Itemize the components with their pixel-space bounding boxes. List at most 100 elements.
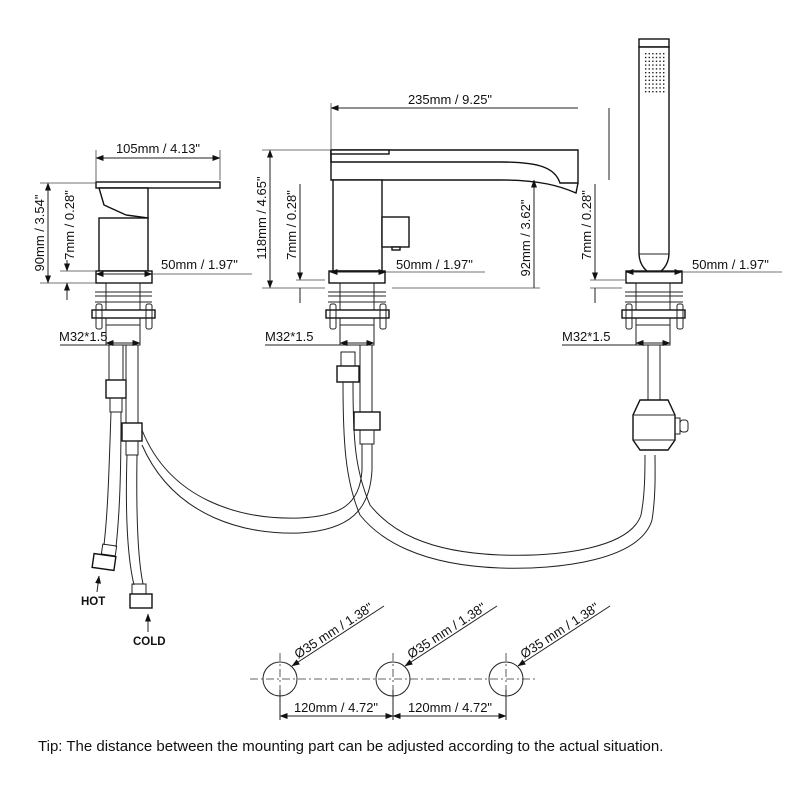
valve-lever-neck (98, 187, 149, 219)
nozzle-dot (652, 64, 654, 66)
cold-label: COLD (133, 636, 166, 648)
nozzle-dot (655, 83, 658, 85)
nozzle-dot (648, 91, 650, 93)
shower-thread-label: M32*1.5 (562, 329, 610, 344)
hot-arrow-icon (95, 575, 102, 593)
nozzle-dot (652, 56, 654, 59)
hoses: HOT COLD (81, 345, 689, 648)
shower-deck-label: 7mm / 0.28" (579, 190, 594, 260)
nozzle-dot (663, 87, 665, 89)
nozzle-dot (652, 72, 654, 74)
nozzle-dot (659, 56, 661, 59)
nozzle-dot (655, 91, 658, 93)
nozzle-dot (659, 53, 661, 55)
valve-height-label: 90mm / 3.54" (32, 194, 47, 271)
nozzle-dot (663, 64, 665, 66)
nozzle-dot (645, 56, 647, 59)
nozzle-dot (648, 83, 650, 85)
spout-reach-label: 235mm / 9.25" (408, 92, 492, 107)
spout-body (332, 179, 383, 272)
hole-leader-line (404, 605, 498, 667)
nozzle-dot (648, 60, 650, 62)
spout-diverter (381, 216, 410, 248)
nozzle-dot (659, 75, 661, 78)
nozzle-dot (652, 79, 654, 81)
valve-mount-hardware (91, 282, 156, 346)
valve-base-label: 50mm / 1.97" (161, 257, 238, 272)
nozzle-dot (655, 75, 658, 78)
hot-hose-nut (91, 552, 117, 572)
hole-diameter-label: Ø35 mm / 1.38" (517, 599, 601, 661)
nozzle-dot (659, 83, 661, 85)
nozzle-dot (663, 53, 665, 55)
nozzle-dot (663, 68, 665, 70)
nozzle-dot (652, 87, 654, 89)
nozzle-dot (645, 72, 647, 74)
nozzle-dot (663, 56, 665, 59)
nozzle-dot (663, 75, 665, 78)
spout-base (328, 270, 386, 284)
nozzle-dot (652, 68, 654, 70)
nozzle-dot (645, 91, 647, 93)
spout-outlet (330, 149, 579, 184)
nozzle-dot (655, 64, 658, 66)
hot-hose: HOT (81, 345, 127, 608)
hand-shower: 7mm / 0.28" 50mm / 1.97" M32*1.5 (562, 38, 782, 346)
hole-diameter-label: Ø35 mm / 1.38" (291, 599, 375, 661)
shower-base-label: 50mm / 1.97" (692, 257, 769, 272)
hole-spacing-label-2: 120mm / 4.72" (408, 700, 492, 715)
nozzle-dot (655, 87, 658, 89)
nozzle-dot (645, 83, 647, 85)
nozzle-dot (645, 53, 647, 55)
hole-spacing-label-1: 120mm / 4.72" (294, 700, 378, 715)
spout-mount-hardware (325, 282, 390, 346)
shower-head-cap (638, 38, 670, 48)
nozzle-dot (645, 68, 647, 70)
nozzle-dot (652, 91, 654, 93)
valve-body (98, 217, 149, 272)
spout-top-edge (330, 149, 390, 155)
handle-valve: 105mm / 4.13" 90mm / 3.54" 7mm / 0.28" 5… (32, 141, 252, 346)
nozzle-dot (655, 53, 658, 55)
shower-base (625, 270, 683, 284)
mounting-holes: Ø35 mm / 1.38"Ø35 mm / 1.38"Ø35 mm / 1.3… (250, 599, 611, 720)
nozzle-dot (652, 60, 654, 62)
nozzle-dot (648, 87, 650, 89)
valve-base (95, 270, 153, 284)
nozzle-dot (659, 87, 661, 89)
mounting-hole: Ø35 mm / 1.38" (375, 599, 498, 705)
nozzle-dot (652, 83, 654, 85)
nozzle-dot (659, 60, 661, 62)
nozzle-dot (663, 79, 665, 81)
valve-width-label: 105mm / 4.13" (116, 141, 200, 156)
nozzle-dot (648, 64, 650, 66)
nozzle-dot (645, 60, 647, 62)
nozzle-dot (648, 53, 650, 55)
cold-hose-nut (129, 593, 153, 609)
nozzle-dot (663, 91, 665, 93)
nozzle-dot (659, 79, 661, 81)
nozzle-dot (655, 68, 658, 70)
nozzle-dot (659, 72, 661, 74)
valve-thread-label: M32*1.5 (59, 329, 107, 344)
nozzle-dot (655, 72, 658, 74)
spout-thread-label: M32*1.5 (265, 329, 313, 344)
nozzle-dot (648, 72, 650, 74)
nozzle-dot (652, 53, 654, 55)
nozzle-dot (663, 72, 665, 74)
nozzle-dot (648, 68, 650, 70)
spout-inlet-hose-2 (353, 345, 381, 470)
nozzle-dot (648, 75, 650, 78)
shower-handle (638, 46, 670, 275)
nozzle-dot (655, 56, 658, 59)
nozzle-dot (659, 68, 661, 70)
spout-clearance-label: 92mm / 3.62" (518, 199, 533, 276)
nozzle-dot (648, 56, 650, 59)
spout-base-label: 50mm / 1.97" (396, 257, 473, 272)
shower-mount-hardware (621, 282, 686, 346)
spout-height-label: 118mm / 4.65" (254, 176, 269, 260)
mounting-hole: Ø35 mm / 1.38" (262, 599, 385, 705)
valve-deck-label: 7mm / 0.28" (62, 190, 77, 260)
nozzle-dot (659, 64, 661, 66)
